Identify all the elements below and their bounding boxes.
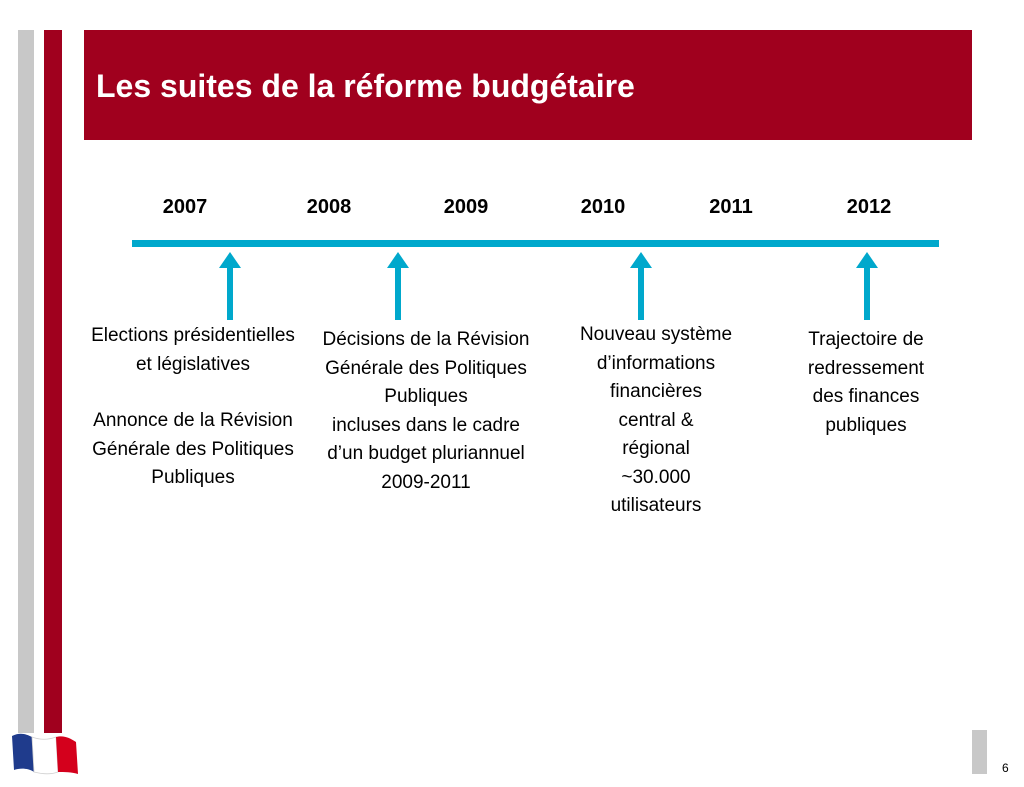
event-2007-text: Elections présidentielles et législative… [91, 322, 295, 493]
decorative-red-bar [44, 30, 62, 733]
timeline-line [132, 240, 939, 247]
event-line: central & [618, 409, 694, 431]
year-label-2007: 2007 [162, 196, 208, 218]
event-line: Publiques [384, 386, 468, 407]
up-arrow-icon [856, 252, 878, 320]
event-line: 2009-2011 [381, 471, 471, 493]
year-label-2011: 2011 [709, 196, 753, 218]
event-line: publiques [825, 414, 907, 436]
event-line: Elections présidentielles [91, 325, 295, 346]
event-line: Générale des Politiques [325, 357, 527, 379]
event-line: et législatives [135, 353, 251, 375]
event-line: redressement [807, 357, 925, 379]
page-number-bar [972, 730, 987, 774]
event-line: utilisateurs [610, 495, 702, 516]
year-label-2009: 2009 [443, 196, 489, 218]
event-2008-text: Décisions de la Révision Générale des Po… [323, 326, 530, 497]
french-flag-icon [12, 733, 78, 775]
up-arrow-icon [219, 252, 241, 320]
slide-title: Les suites de la réforme budgétaire [96, 68, 635, 104]
year-label-2012: 2012 [846, 196, 892, 218]
event-line: Publiques [151, 467, 235, 488]
event-2010-text: Nouveau système d’informations financièr… [580, 321, 732, 521]
event-line: d’informations [596, 352, 716, 374]
event-line: Nouveau système [579, 324, 733, 345]
event-2012-text: Trajectoire de redressement des finances… [808, 326, 924, 440]
event-line: Trajectoire de [808, 329, 924, 350]
up-arrow-icon [630, 252, 652, 320]
event-line: Générale des Politiques [92, 438, 294, 460]
year-label-2008: 2008 [306, 196, 352, 218]
event-line: régional [622, 438, 690, 459]
decorative-gray-bar [18, 30, 34, 733]
page-number: 6 [1002, 761, 1009, 775]
event-line: Annonce de la Révision [93, 410, 293, 431]
event-line: incluses dans le cadre [332, 414, 520, 436]
event-line: d’un budget pluriannuel [327, 443, 525, 464]
title-banner: Les suites de la réforme budgétaire [84, 30, 972, 140]
event-line: financières [610, 381, 702, 402]
event-line: Décisions de la Révision [322, 329, 530, 350]
event-line: ~30.000 [621, 466, 691, 488]
up-arrow-icon [387, 252, 409, 320]
year-label-2010: 2010 [580, 196, 626, 218]
event-line: des finances [812, 386, 920, 407]
